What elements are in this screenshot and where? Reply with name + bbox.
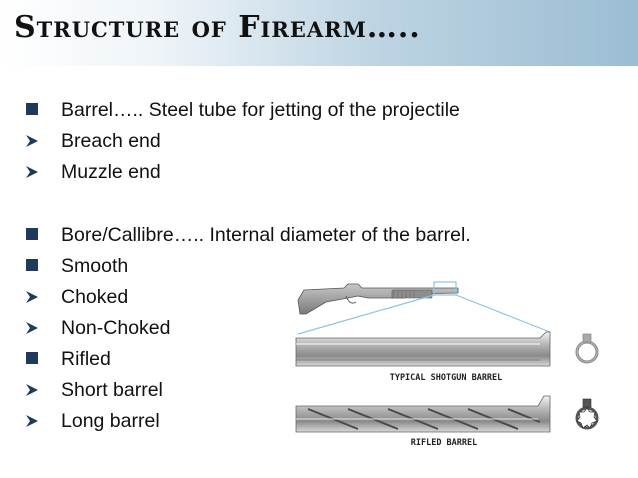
callout-line-right: [455, 294, 551, 333]
smooth-bore-icon: [575, 333, 599, 364]
arrow-bullet-icon: [26, 166, 38, 178]
bullet-list: Barrel….. Steel tube for jetting of the …: [22, 96, 471, 438]
bullet-text: Barrel….. Steel tube for jetting of the …: [61, 99, 460, 121]
bullet-smooth: Smooth: [22, 252, 471, 283]
callout-line-left: [297, 294, 435, 335]
bullet-text: Non-Choked: [61, 317, 171, 339]
arrow-bullet-icon: [26, 384, 38, 396]
bullet-text: Rifled: [61, 348, 111, 370]
square-bullet-icon: [26, 103, 38, 115]
bullet-text: Smooth: [61, 255, 129, 277]
bullet-short-barrel: Short barrel: [22, 376, 471, 407]
zoom-callout-box: [433, 281, 457, 296]
rifled-barrel-caption: RIFLED BARREL: [411, 438, 478, 448]
shotgun-icon: [297, 283, 459, 315]
rifled-barrel-illustration: [295, 395, 551, 433]
bullet-text: Muzzle end: [61, 161, 161, 183]
bullet-rifled: Rifled: [22, 345, 471, 376]
barrel-diagram: TYPICAL SHOTGUN BARREL RIFLED BARREL: [295, 281, 599, 448]
square-bullet-icon: [26, 259, 38, 271]
title-bar: Structure of Firearm…..: [0, 0, 638, 66]
bullet-non-choked: Non-Choked: [22, 314, 471, 345]
bullet-muzzle-end: Muzzle end: [22, 158, 471, 189]
bullet-barrel: Barrel….. Steel tube for jetting of the …: [22, 96, 471, 127]
bullet-text: Breach end: [61, 130, 161, 152]
bullet-bore: Bore/Callibre….. Internal diameter of th…: [22, 221, 471, 252]
bullet-text: Bore/Callibre….. Internal diameter of th…: [61, 224, 471, 246]
bullet-text: Choked: [61, 286, 129, 308]
arrow-bullet-icon: [26, 135, 38, 147]
bullet-breach-end: Breach end: [22, 127, 471, 158]
bullet-long-barrel: Long barrel: [22, 407, 471, 438]
arrow-bullet-icon: [26, 415, 38, 427]
shotgun-barrel-caption: TYPICAL SHOTGUN BARREL: [390, 373, 503, 383]
bullet-choked: Choked: [22, 283, 471, 314]
arrow-bullet-icon: [26, 291, 38, 303]
bullet-text: Short barrel: [61, 379, 163, 401]
bullet-text: Long barrel: [61, 410, 160, 432]
square-bullet-icon: [26, 352, 38, 364]
slide-title: Structure of Firearm…..: [14, 10, 421, 45]
shotgun-barrel-illustration: [295, 331, 551, 367]
square-bullet-icon: [26, 228, 38, 240]
arrow-bullet-icon: [26, 322, 38, 334]
bullet-spacer: [22, 189, 471, 221]
rifled-bore-icon: [575, 398, 599, 430]
